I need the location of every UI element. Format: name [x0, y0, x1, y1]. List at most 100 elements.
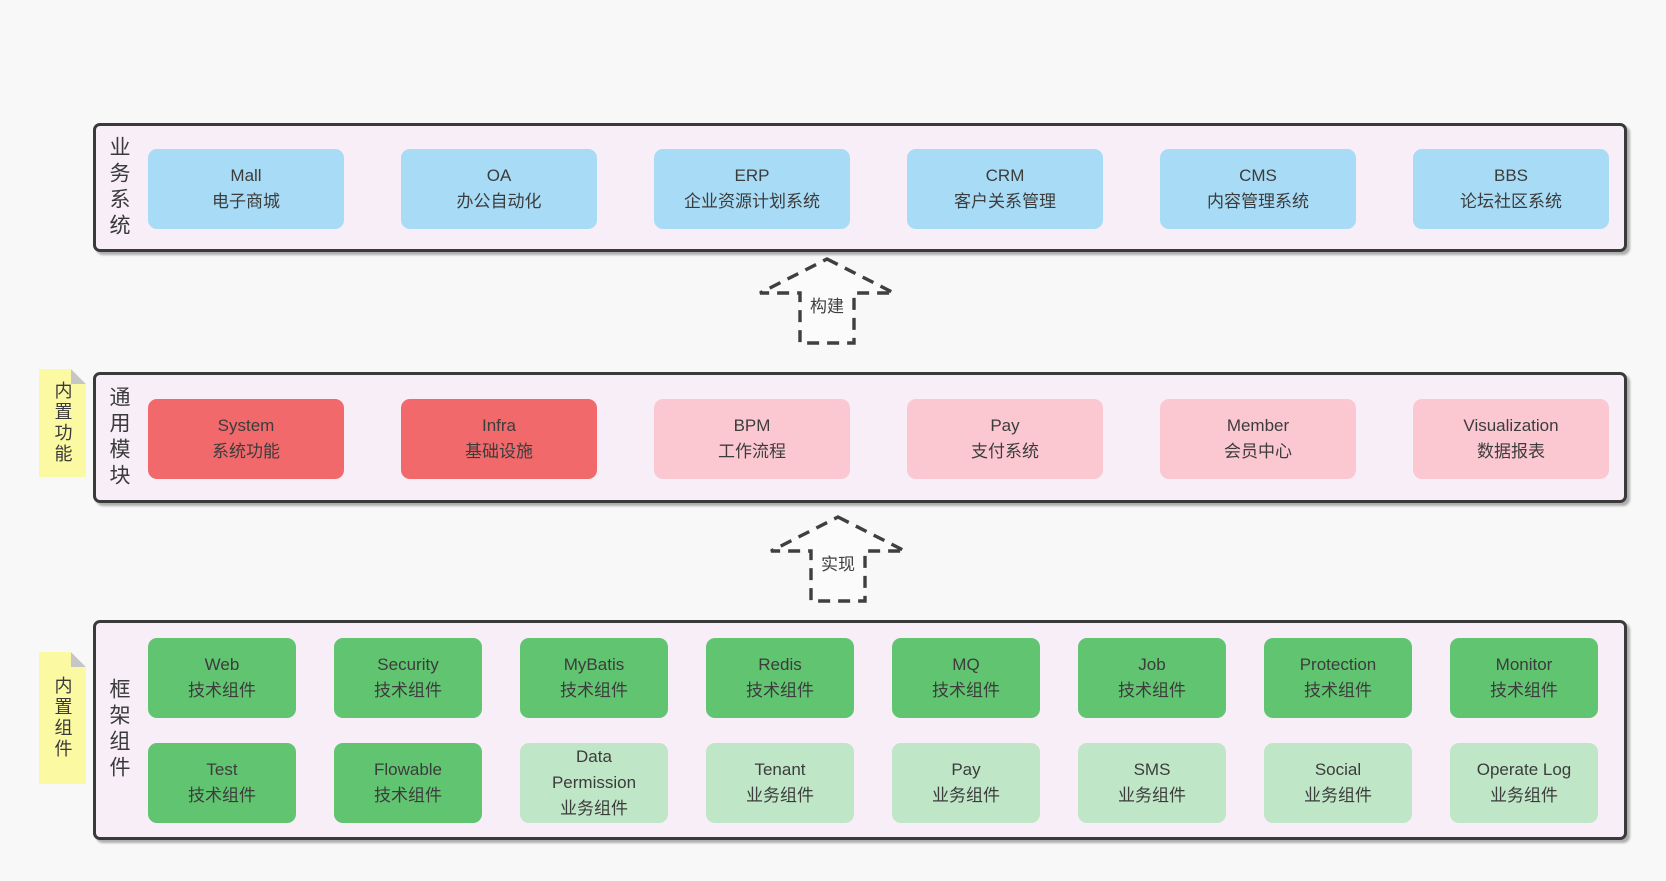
box-title: Visualization [1463, 416, 1559, 435]
box-subtitle: 技术组件 [1118, 681, 1186, 700]
box-mq: MQ 技术组件 [892, 638, 1040, 718]
box-tenant: Tenant 业务组件 [706, 743, 854, 823]
panel-label-business-systems: 业务系统 [107, 135, 130, 240]
box-subtitle: 技术组件 [374, 681, 442, 700]
box-job: Job 技术组件 [1078, 638, 1226, 718]
box-title: Operate Log [1476, 760, 1572, 779]
up-arrow-build: 构建 [757, 256, 897, 346]
box-title: Tenant [754, 760, 806, 779]
box-erp: ERP 企业资源计划系统 [654, 149, 850, 229]
box-bbs: BBS 论坛社区系统 [1413, 149, 1609, 229]
box-sms: SMS 业务组件 [1078, 743, 1226, 823]
sticky-note-builtin-features: 内置功能 [39, 369, 86, 477]
box-title: Monitor [1495, 655, 1553, 674]
box-security: Security 技术组件 [334, 638, 482, 718]
sticky-note-label: 内置组件 [52, 676, 73, 760]
box-subtitle: 技术组件 [932, 681, 1000, 700]
box-title: Test [206, 760, 238, 779]
box-test: Test 技术组件 [148, 743, 296, 823]
box-title: CMS [1239, 166, 1277, 185]
box-title: Job [1138, 655, 1166, 674]
box-title: Data Permission [551, 747, 637, 792]
box-social: Social 业务组件 [1264, 743, 1412, 823]
box-title: Infra [481, 416, 517, 435]
box-title: BBS [1493, 166, 1529, 185]
box-title: Protection [1299, 655, 1377, 674]
box-oa: OA 办公自动化 [401, 149, 597, 229]
box-web: Web 技术组件 [148, 638, 296, 718]
box-title: Redis [758, 655, 802, 674]
box-operate-log: Operate Log 业务组件 [1450, 743, 1598, 823]
box-subtitle: 支付系统 [971, 442, 1039, 461]
layer-panel-business-systems: 业务系统 Mall 电子商城 OA 办公自动化 ERP 企业资源计划系统 CRM… [93, 123, 1627, 252]
box-subtitle: 工作流程 [718, 442, 786, 461]
box-subtitle: 技术组件 [374, 786, 442, 805]
arrow-label-build: 构建 [807, 292, 847, 317]
box-infra: Infra 基础设施 [401, 399, 597, 479]
box-cms: CMS 内容管理系统 [1160, 149, 1356, 229]
box-title: Web [204, 655, 240, 674]
box-visualization: Visualization 数据报表 [1413, 399, 1609, 479]
box-subtitle: 技术组件 [746, 681, 814, 700]
box-subtitle: 企业资源计划系统 [684, 192, 820, 211]
box-subtitle: 技术组件 [1304, 681, 1372, 700]
box-subtitle: 业务组件 [560, 799, 628, 818]
box-subtitle: 业务组件 [746, 786, 814, 805]
box-subtitle: 会员中心 [1224, 442, 1292, 461]
box-title: System [217, 416, 275, 435]
box-subtitle: 数据报表 [1477, 442, 1545, 461]
box-bpm: BPM 工作流程 [654, 399, 850, 479]
box-subtitle: 系统功能 [212, 442, 280, 461]
box-protection: Protection 技术组件 [1264, 638, 1412, 718]
panel-label-framework-components: 框架组件 [107, 678, 130, 782]
box-data-permission: Data Permission 业务组件 [520, 743, 668, 823]
box-subtitle: 技术组件 [188, 786, 256, 805]
box-title: Pay [990, 416, 1020, 435]
box-title: Flowable [373, 760, 443, 779]
box-subtitle: 内容管理系统 [1207, 192, 1309, 211]
layer-panel-framework-components: 框架组件 Web 技术组件 Security 技术组件 MyBatis 技术组件… [93, 620, 1627, 840]
box-pay-module: Pay 支付系统 [907, 399, 1103, 479]
box-title: CRM [985, 166, 1025, 185]
box-subtitle: 基础设施 [465, 442, 533, 461]
box-title: MQ [952, 655, 980, 674]
box-title: OA [486, 166, 512, 185]
box-title: MyBatis [563, 655, 625, 674]
box-subtitle: 业务组件 [1490, 786, 1558, 805]
box-mall: Mall 电子商城 [148, 149, 344, 229]
sticky-note-label: 内置功能 [52, 381, 73, 465]
modules-box-row: System 系统功能 Infra 基础设施 BPM 工作流程 Pay 支付系统… [148, 399, 1609, 479]
box-subtitle: 客户关系管理 [954, 192, 1056, 211]
box-subtitle: 论坛社区系统 [1460, 192, 1562, 211]
box-member: Member 会员中心 [1160, 399, 1356, 479]
business-box-row: Mall 电子商城 OA 办公自动化 ERP 企业资源计划系统 CRM 客户关系… [148, 149, 1609, 229]
arrow-label-implement: 实现 [818, 550, 858, 575]
box-system: System 系统功能 [148, 399, 344, 479]
framework-box-row-2: Test 技术组件 Flowable 技术组件 Data Permission … [148, 743, 1598, 823]
box-subtitle: 业务组件 [1304, 786, 1372, 805]
box-title: Security [377, 655, 439, 674]
sticky-note-builtin-components: 内置组件 [39, 652, 86, 784]
box-title: Pay [951, 760, 981, 779]
box-subtitle: 技术组件 [188, 681, 256, 700]
framework-box-row-1: Web 技术组件 Security 技术组件 MyBatis 技术组件 Redi… [148, 638, 1598, 718]
box-title: SMS [1133, 760, 1171, 779]
box-subtitle: 技术组件 [560, 681, 628, 700]
box-subtitle: 技术组件 [1490, 681, 1558, 700]
box-subtitle: 业务组件 [932, 786, 1000, 805]
box-redis: Redis 技术组件 [706, 638, 854, 718]
up-arrow-implement: 实现 [768, 514, 908, 604]
box-flowable: Flowable 技术组件 [334, 743, 482, 823]
box-subtitle: 办公自动化 [456, 192, 542, 211]
panel-label-common-modules: 通用模块 [107, 385, 130, 490]
box-crm: CRM 客户关系管理 [907, 149, 1103, 229]
layer-panel-common-modules: 通用模块 System 系统功能 Infra 基础设施 BPM 工作流程 Pay… [93, 372, 1627, 503]
box-title: BPM [733, 416, 771, 435]
box-subtitle: 电子商城 [212, 192, 280, 211]
box-monitor: Monitor 技术组件 [1450, 638, 1598, 718]
box-title: Social [1314, 760, 1362, 779]
box-subtitle: 业务组件 [1118, 786, 1186, 805]
box-title: ERP [734, 166, 770, 185]
box-title: Mall [230, 166, 262, 185]
box-title: Member [1226, 416, 1290, 435]
